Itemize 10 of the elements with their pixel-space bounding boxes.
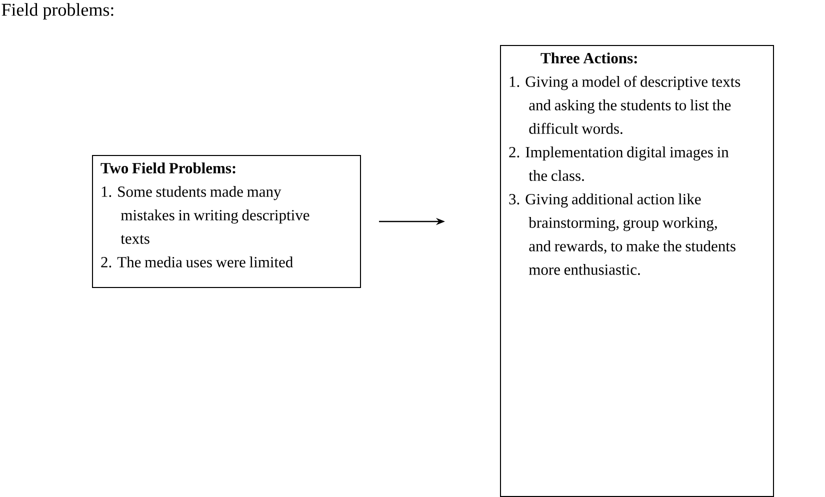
text-box [500, 45, 774, 497]
list-item: 3. Giving additional action like brainstorming, group working, and rewards, to make the students more enthusiastic. [509, 194, 736, 275]
box-heading: Three Actions: [540, 52, 637, 64]
list-item: 2. Implementation digital images in the class. [509, 146, 729, 181]
box-heading: Two Field Problems: [100, 162, 236, 174]
list-item: 1. Some students made many mistakes in writing descriptive texts [102, 186, 310, 244]
text-box [92, 155, 361, 288]
list-item: 1. Giving a model of descriptive texts and asking the students to list the difficult words. [510, 76, 740, 134]
heading-text: Field problems: [2, 3, 114, 20]
list-item: 2. The media uses were limited [101, 256, 293, 268]
